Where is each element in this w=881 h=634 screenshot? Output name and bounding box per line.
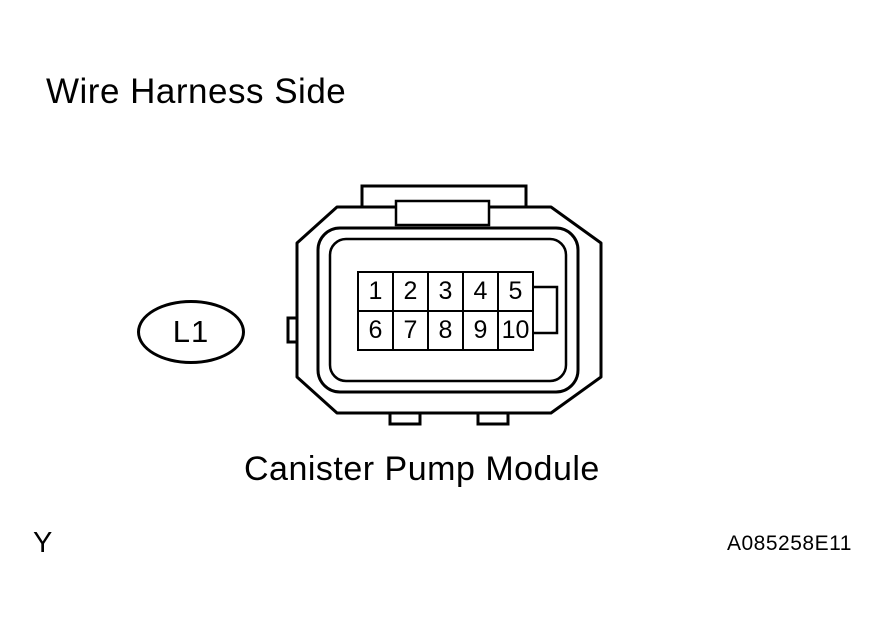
figure-id: A085258E11 xyxy=(727,532,852,555)
pin-cell-3: 3 xyxy=(427,271,464,312)
pin-cell-8: 8 xyxy=(427,310,464,351)
connector-id-label: L1 xyxy=(172,314,210,349)
diagram-title: Wire Harness Side xyxy=(46,72,347,111)
page-marker: Y xyxy=(33,527,53,559)
pin-cell-1: 1 xyxy=(357,271,394,312)
pin-row-1: 1 2 3 4 5 xyxy=(357,271,534,312)
pin-cell-4: 4 xyxy=(462,271,499,312)
pin-cell-2: 2 xyxy=(392,271,429,312)
pin-cell-7: 7 xyxy=(392,310,429,351)
pin-cell-5: 5 xyxy=(497,271,534,312)
pin-cell-10: 10 xyxy=(497,310,534,351)
pin-grid: 1 2 3 4 5 6 7 8 9 10 xyxy=(357,271,534,351)
pin-row-2: 6 7 8 9 10 xyxy=(357,310,534,351)
pin-cell-6: 6 xyxy=(357,310,394,351)
pin-cell-9: 9 xyxy=(462,310,499,351)
inner-wall-outer xyxy=(316,226,580,394)
inner-wall-inner xyxy=(328,237,568,383)
lock-slot xyxy=(394,199,491,227)
connector-id-oval: L1 xyxy=(137,300,245,364)
keyway-slot xyxy=(530,285,559,335)
connector-caption: Canister Pump Module xyxy=(244,450,600,488)
